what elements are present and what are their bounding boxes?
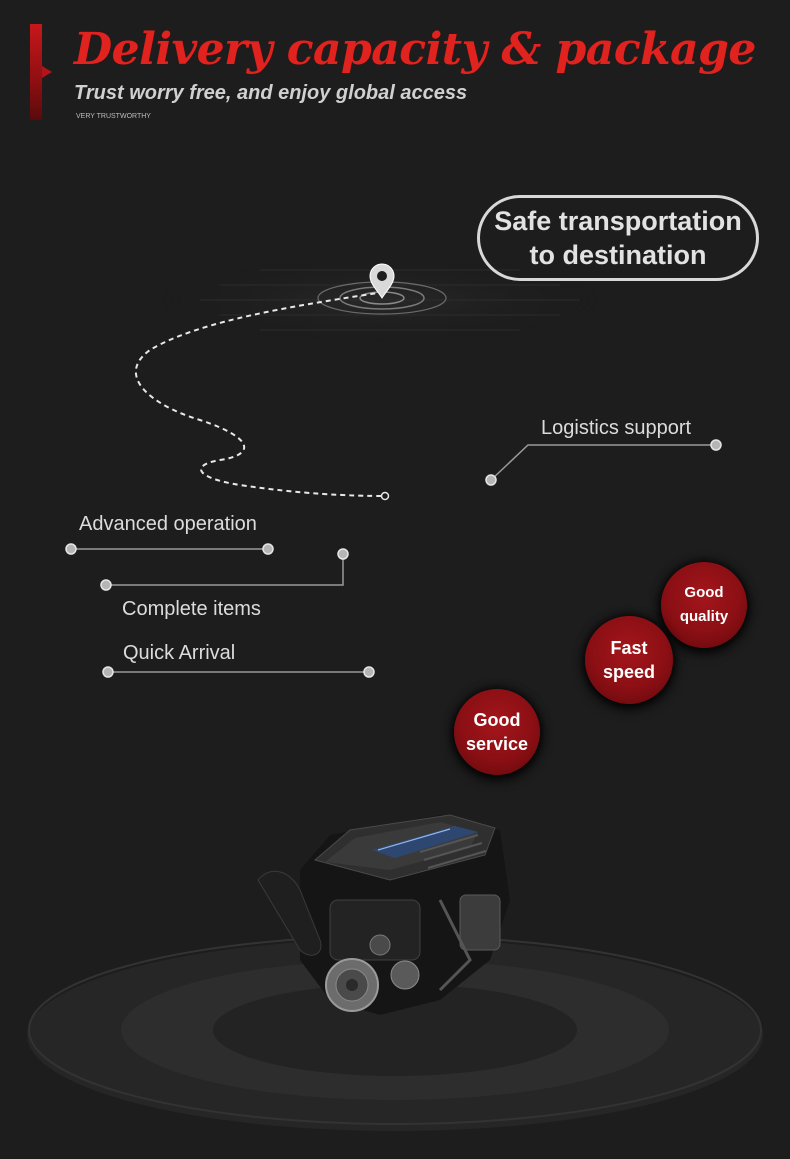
badge-good-quality: Good quality [661, 562, 747, 648]
leader-dot [485, 474, 497, 486]
label-complete-items: Complete items [122, 598, 261, 620]
page-title: Delivery capacity & package [74, 24, 756, 75]
page-subtitle: Trust worry free, and enjoy global acces… [74, 82, 468, 104]
label-logistics-support: Logistics support [541, 417, 692, 439]
floor-rings [27, 935, 763, 1131]
callout-line-1: Safe transportation [494, 206, 742, 236]
location-pin-icon [369, 263, 395, 299]
header-accent-bar [30, 24, 42, 120]
complete-leader [106, 554, 344, 586]
badge-fast-speed-line2: speed [602, 662, 656, 682]
route-path [135, 291, 386, 497]
label-quick-arrival: Quick Arrival [123, 642, 236, 664]
label-advanced-operation: Advanced operation [79, 513, 257, 535]
engine-image [257, 814, 510, 1015]
leader-dot [710, 439, 722, 451]
leader-dot [100, 579, 112, 591]
leader-dot [102, 666, 114, 678]
leader-dot [65, 543, 77, 555]
leader-dot [337, 548, 349, 560]
badge-fast-speed-line1: Fast [610, 638, 648, 658]
badge-good-quality-line2: quality [679, 608, 729, 625]
badge-fast-speed: Fast speed [585, 616, 673, 704]
leader-dot [363, 666, 375, 678]
destination-callout: Safe transportation to destination [477, 195, 759, 281]
header-accent-notch [42, 66, 52, 78]
badge-good-quality-line1: Good [684, 584, 724, 601]
callout-line-2: to destination [529, 240, 707, 270]
route-start-dot [380, 491, 390, 501]
leader-dot [262, 543, 274, 555]
badge-good-service: Good service [454, 689, 540, 775]
logistics-leader [490, 444, 716, 481]
tagline: VERY TRUSTWORTHY [76, 113, 151, 120]
badge-good-service-line1: Good [473, 710, 521, 730]
badge-good-service-line2: service [465, 734, 529, 754]
